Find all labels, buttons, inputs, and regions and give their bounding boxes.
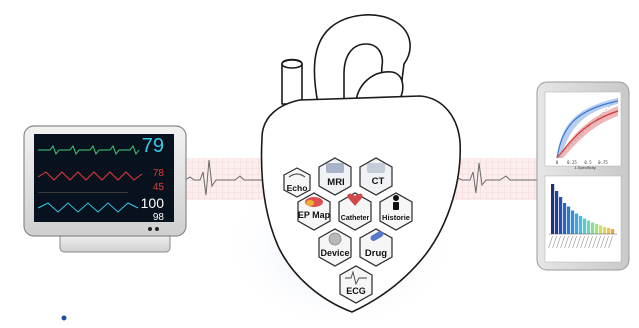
hex-label-historie: Historie [382,213,410,222]
ct-scan-icon [367,163,385,173]
monitor-resp-value: 98 [153,212,165,223]
hex-label-drug: Drug [365,248,387,259]
hex-label-mri: MRI [327,177,344,188]
hex-label-ecg: ECG [346,286,366,296]
monitor-hr-value: 79 [142,135,164,157]
monitor-button-1[interactable] [148,227,152,231]
monitor-row1-value: 78 [153,168,165,179]
importance-bar [571,211,574,235]
analysis-panel: 0 0.25 0.5 0.75 1-Specificity [537,82,629,270]
importance-bar [555,191,558,234]
importance-bar [603,227,606,234]
hex-label-epmap: EP Map [298,210,331,220]
patient-monitor: 79 78 45 100 98 [24,126,186,252]
importance-bar [563,203,566,234]
hex-label-catheter: Catheter [341,215,370,222]
roc-xlabel: 1-Specificity [574,165,596,170]
monitor-spo2-value: 100 [141,195,165,211]
importance-bar [611,229,614,234]
hex-label-device: Device [320,248,349,258]
importance-bar [579,216,582,234]
importance-bar [599,226,602,235]
device-icon [329,233,341,245]
importance-bar [595,224,598,234]
importance-bar [583,219,586,235]
roc-xtick-3: 0.75 [598,160,608,165]
importance-bar [575,214,578,235]
importance-bar [587,221,590,235]
monitor-button-2[interactable] [155,227,159,231]
mri-scan-icon [326,163,344,173]
hex-label-echo: Echo [287,183,308,193]
person-icon [393,195,399,210]
importance-bar [607,228,610,234]
importance-bar [551,184,554,234]
hex-echo[interactable]: Echo [284,168,310,197]
bullet-dot [62,316,67,321]
importance-bar [591,223,594,235]
importance-bar [559,197,562,234]
importance-bar [567,207,570,235]
monitor-row2-value: 45 [153,182,165,193]
hex-label-ct: CT [372,176,385,187]
